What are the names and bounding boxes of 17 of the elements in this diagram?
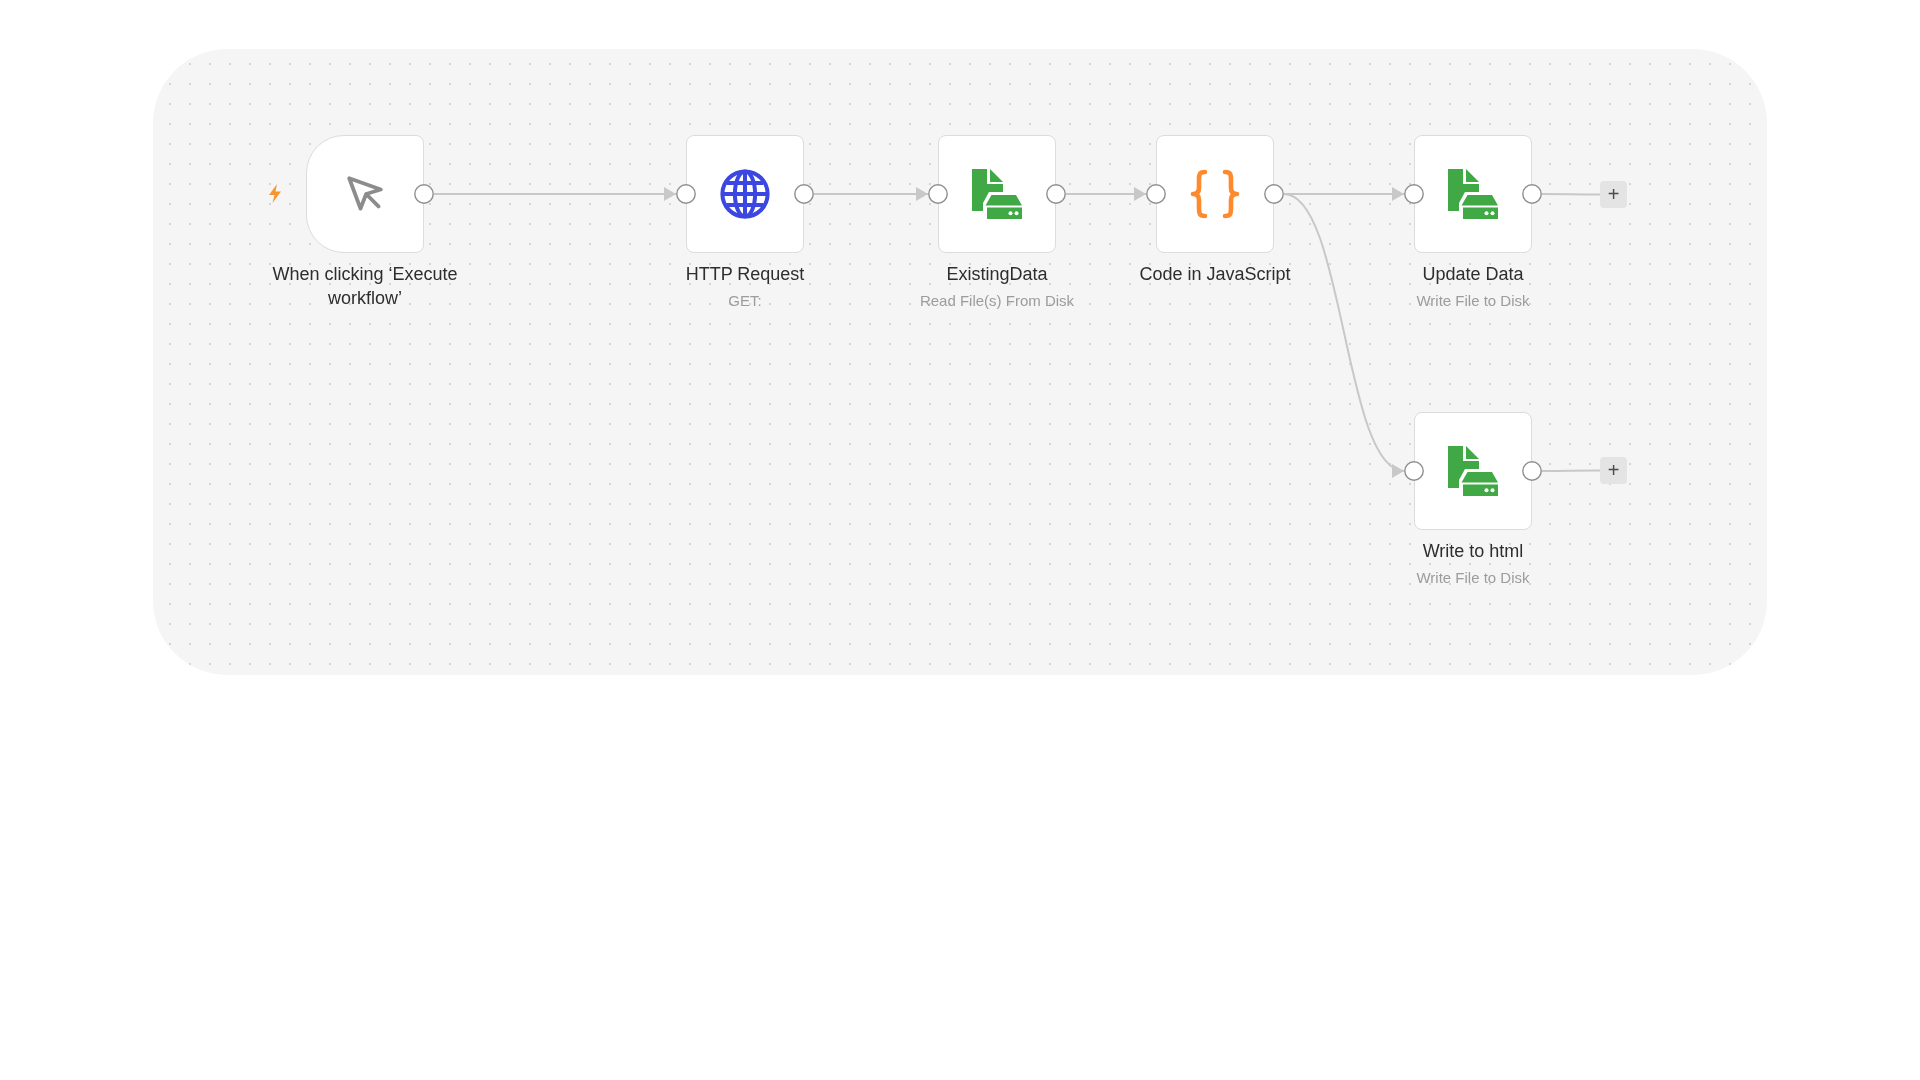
node-subtitle: Read File(s) From Disk <box>919 292 1075 310</box>
node-title: When clicking ‘Execute workflow’ <box>271 263 459 310</box>
node-subtitle: GET: <box>728 292 762 310</box>
node-subtitle: Write File to Disk <box>1416 569 1530 587</box>
connector-arrow <box>1065 187 1147 201</box>
node-title: ExistingData <box>946 263 1048 286</box>
connector-arrow <box>433 187 677 201</box>
connector-arrow <box>813 187 929 201</box>
add-node-button: + <box>1600 181 1627 208</box>
node-title: Update Data <box>1422 263 1524 286</box>
node-title: HTTP Request <box>685 263 805 286</box>
node-subtitle: Write File to Disk <box>1416 292 1530 310</box>
add-node-button: + <box>1600 457 1627 484</box>
connector-line <box>1541 469 1601 472</box>
connector-line <box>1541 193 1601 196</box>
node-title: Write to html <box>1422 540 1524 563</box>
node-title: Code in JavaScript <box>1139 263 1291 286</box>
